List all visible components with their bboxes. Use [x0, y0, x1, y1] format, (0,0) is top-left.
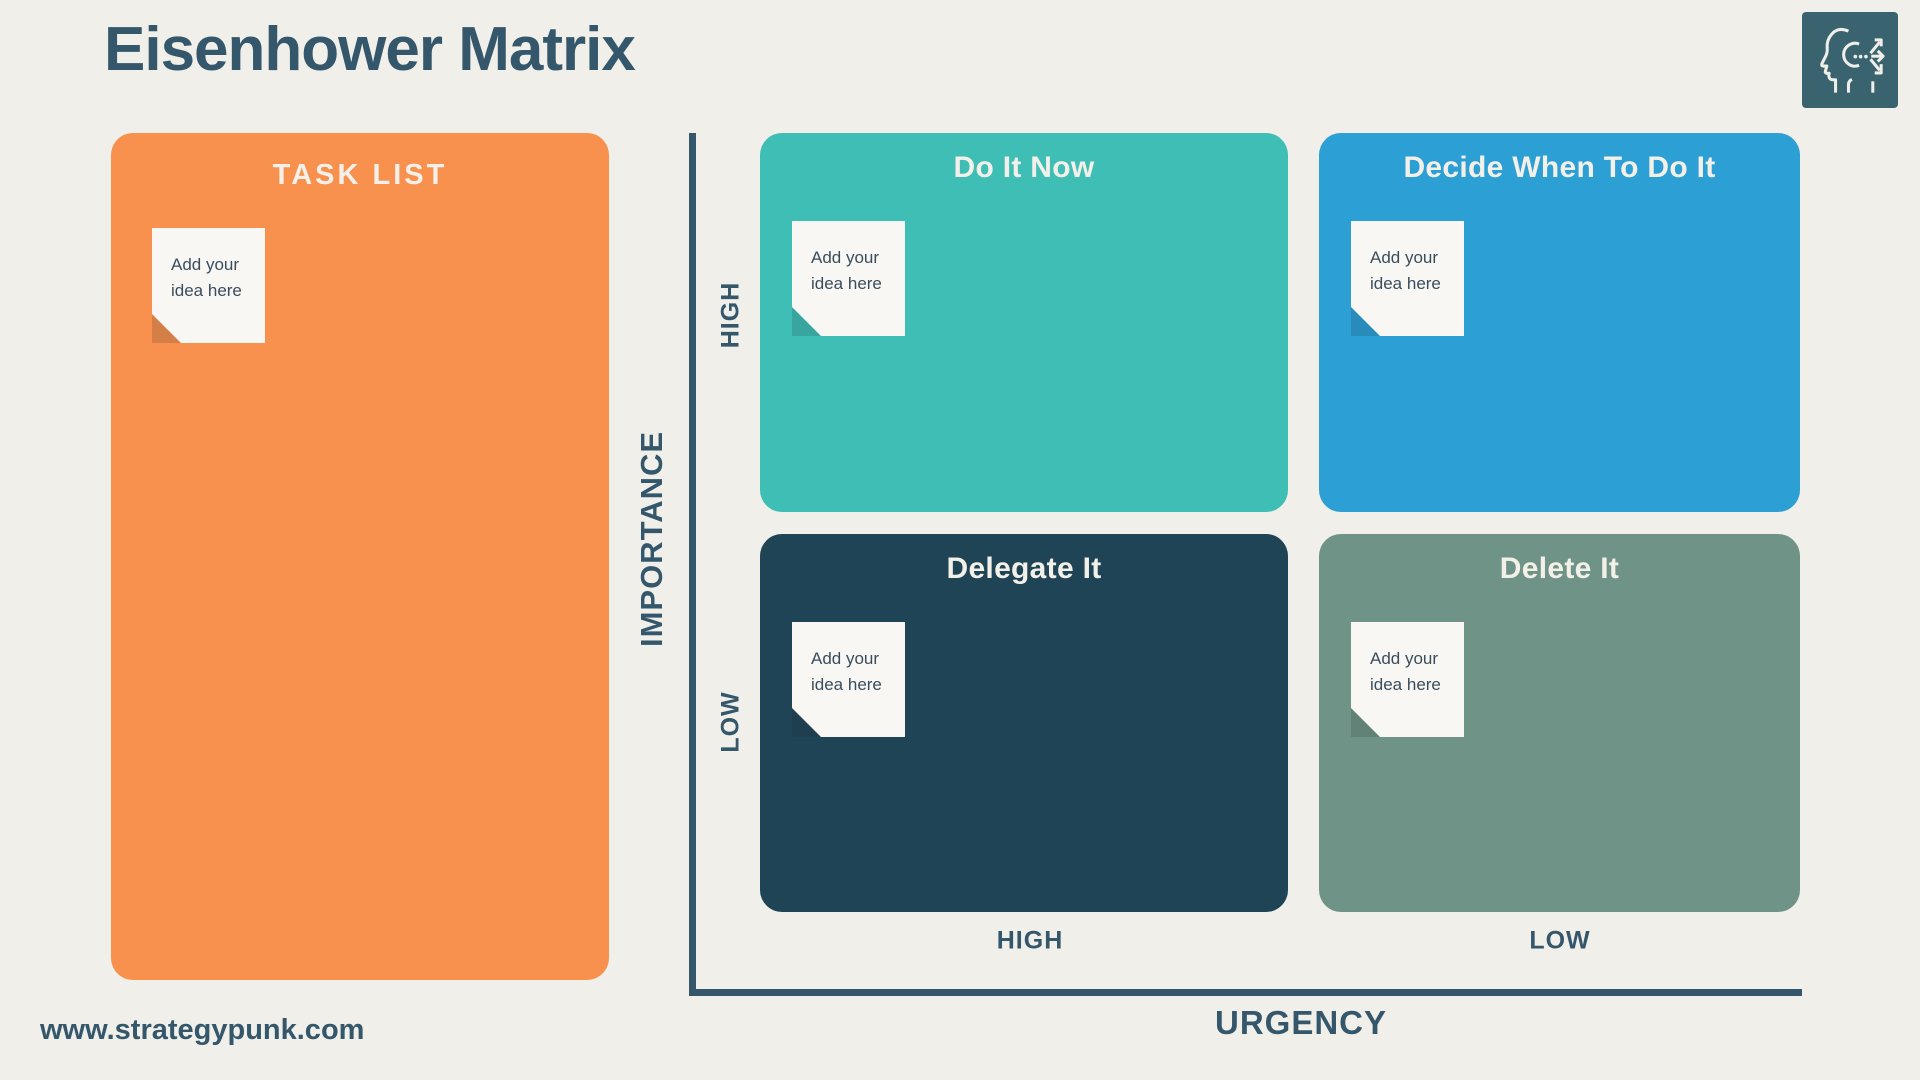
- quadrant-title-delete: Delete It: [1499, 552, 1620, 585]
- website-link[interactable]: www.strategypunk.com: [40, 1014, 365, 1046]
- x-axis-high-label: HIGH: [996, 926, 1064, 955]
- importance-axis-line: [689, 133, 696, 996]
- note-placeholder-text: Add your idea here: [1370, 248, 1441, 293]
- page-title: Eisenhower Matrix: [104, 15, 636, 84]
- urgency-axis-line: [689, 989, 1802, 996]
- note-placeholder-text: Add your idea here: [811, 649, 882, 694]
- note-paper: Add your idea here: [792, 622, 905, 737]
- y-axis-high-label: HIGH: [716, 281, 745, 349]
- note-paper: Add your idea here: [152, 228, 265, 343]
- sticky-note[interactable]: Add your idea here: [792, 221, 905, 336]
- y-axis-low-label: LOW: [716, 691, 745, 753]
- quadrant-do-it-now: Do It Now Add your idea here: [760, 133, 1288, 512]
- quadrant-delete-it: Delete It Add your idea here: [1319, 534, 1800, 912]
- note-placeholder-text: Add your idea here: [171, 255, 242, 300]
- x-axis-low-label: LOW: [1529, 926, 1591, 955]
- note-placeholder-text: Add your idea here: [811, 248, 882, 293]
- quadrant-delegate-it: Delegate It Add your idea here: [760, 534, 1288, 912]
- x-axis-label: URGENCY: [1214, 1004, 1388, 1041]
- note-paper: Add your idea here: [1351, 622, 1464, 737]
- sticky-note[interactable]: Add your idea here: [1351, 221, 1464, 336]
- quadrant-title-do-it-now: Do It Now: [953, 151, 1095, 184]
- quadrant-decide-when-to-do-it: Decide When To Do It Add your idea here: [1319, 133, 1800, 512]
- task-list-title: TASK LIST: [272, 159, 448, 191]
- y-axis-label: IMPORTANCE: [634, 430, 669, 648]
- task-list-panel: TASK LIST Add your idea here: [111, 133, 609, 980]
- note-paper: Add your idea here: [792, 221, 905, 336]
- note-placeholder-text: Add your idea here: [1370, 649, 1441, 694]
- quadrant-title-decide: Decide When To Do It: [1403, 151, 1716, 184]
- brand-logo[interactable]: [1802, 12, 1898, 108]
- sticky-note[interactable]: Add your idea here: [792, 622, 905, 737]
- quadrant-title-delegate: Delegate It: [946, 552, 1102, 585]
- head-arrows-icon: [1820, 27, 1885, 93]
- sticky-note[interactable]: Add your idea here: [1351, 622, 1464, 737]
- sticky-note[interactable]: Add your idea here: [152, 228, 265, 343]
- note-paper: Add your idea here: [1351, 221, 1464, 336]
